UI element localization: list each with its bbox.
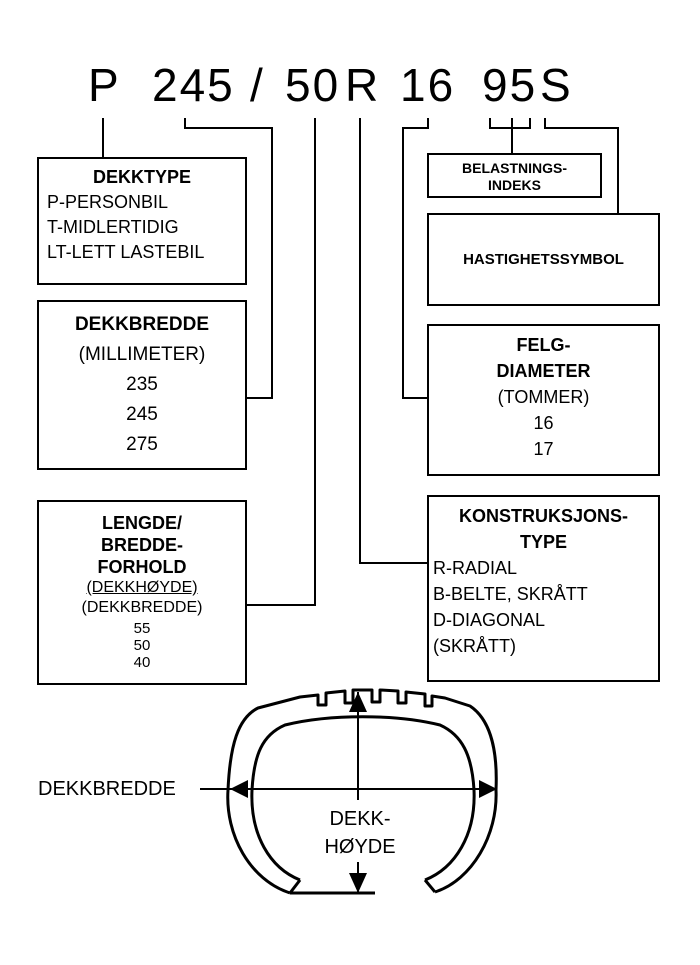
tire-width-label: DEKKBREDDE bbox=[38, 778, 176, 800]
konstruksjon-line: D-DIAGONAL bbox=[433, 610, 546, 630]
tire-inner-profile bbox=[250, 715, 476, 882]
lengde-title-line: LENGDE/ bbox=[101, 513, 182, 533]
konstruksjon-line: R-RADIAL bbox=[433, 558, 518, 578]
width-arrow-left bbox=[230, 780, 248, 798]
belastning-title-line: BELASTNINGS- bbox=[462, 160, 567, 176]
dekkbredde-box: DEKKBREDDE (MILLIMETER) 235 245 275 bbox=[37, 300, 247, 470]
lengde-value: 55 bbox=[133, 620, 151, 637]
code-slash: / bbox=[250, 59, 265, 111]
dekkbredde-value: 245 bbox=[126, 404, 158, 425]
width-arrow-right bbox=[479, 780, 497, 798]
hastighet-title: HASTIGHETSSYMBOL bbox=[463, 251, 624, 268]
dekktype-line: LT-LETT LASTEBIL bbox=[47, 242, 205, 262]
code-width: 245 bbox=[152, 59, 235, 111]
lengde-value: 50 bbox=[133, 637, 151, 654]
height-arrow-bottom bbox=[349, 873, 367, 893]
code-aspect: 50 bbox=[285, 59, 341, 111]
felg-title-line: DIAMETER bbox=[496, 361, 591, 381]
dekkbredde-value: 235 bbox=[126, 374, 158, 395]
lengde-value: 40 bbox=[133, 654, 151, 671]
konstruksjonstype-box: KONSTRUKSJONS- TYPE R-RADIAL B-BELTE, SK… bbox=[427, 495, 660, 682]
lengde-title-line: FORHOLD bbox=[97, 557, 187, 577]
lengde-title-line: BREDDE- bbox=[100, 535, 183, 555]
height-arrow-top bbox=[349, 692, 367, 712]
dekkbredde-title: DEKKBREDDE bbox=[74, 314, 210, 335]
dekkbredde-value: 275 bbox=[126, 434, 158, 455]
belastning-title-line: INDEKS bbox=[488, 177, 541, 193]
tire-height-label-line: HØYDE bbox=[324, 836, 396, 858]
felg-value: 17 bbox=[533, 439, 554, 459]
dekkbredde-unit: (MILLIMETER) bbox=[78, 344, 206, 365]
belastningsindeks-box: BELASTNINGS- INDEKS bbox=[427, 153, 602, 198]
felgdiameter-box: FELG- DIAMETER (TOMMER) 16 17 bbox=[427, 324, 660, 476]
code-rim: 16 bbox=[400, 59, 456, 111]
konstruksjon-line: (SKRÅTT) bbox=[433, 636, 516, 656]
code-p: P bbox=[88, 59, 121, 111]
dekktype-box: DEKKTYPE P-PERSONBIL T-MIDLERTIDIG LT-LE… bbox=[37, 157, 247, 285]
hastighetssymbol-box: HASTIGHETSSYMBOL bbox=[427, 213, 660, 306]
dekktype-title: DEKKTYPE bbox=[92, 167, 191, 187]
ratio-numerator: (DEKKHØYDE) bbox=[86, 579, 198, 596]
konstruksjon-title-line: KONSTRUKSJONS- bbox=[458, 506, 628, 526]
code-r: R bbox=[345, 59, 381, 111]
dekktype-line: P-PERSONBIL bbox=[47, 192, 169, 212]
felg-unit: (TOMMER) bbox=[497, 387, 590, 407]
tire-height-label-line: DEKK- bbox=[329, 808, 391, 830]
konstruksjon-line: B-BELTE, SKRÅTT bbox=[433, 584, 588, 604]
code-speed: S bbox=[540, 59, 573, 111]
konstruksjon-title-line: TYPE bbox=[519, 532, 567, 552]
felg-value: 16 bbox=[533, 413, 554, 433]
ratio-denominator: (DEKKBREDDE) bbox=[81, 599, 203, 616]
tire-outer-profile bbox=[226, 688, 498, 895]
lengde-bredde-box: LENGDE/ BREDDE- FORHOLD (DEKKHØYDE) (DEK… bbox=[37, 500, 247, 685]
dekktype-line: T-MIDLERTIDIG bbox=[47, 217, 179, 237]
tire-height-label: DEKK- HØYDE bbox=[315, 805, 405, 861]
felg-title-line: FELG- bbox=[516, 335, 571, 355]
code-load: 95 bbox=[482, 59, 538, 111]
